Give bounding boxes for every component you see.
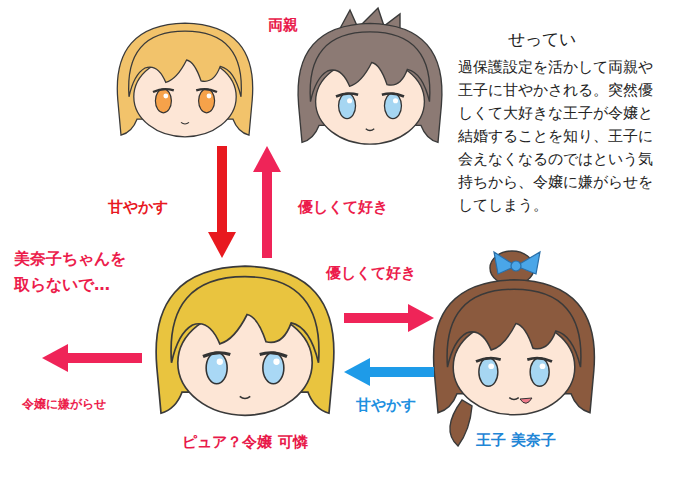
callout-label: 美奈子ちゃんを 取らないで… (14, 246, 142, 297)
ponytail-tail (450, 400, 472, 446)
tongue (520, 398, 532, 403)
character-node: ピュア？令嬢 可憐 (150, 262, 340, 452)
character-node: 王子 美奈子 (438, 250, 594, 450)
character-node: 両親 (108, 16, 458, 142)
father-face (298, 23, 442, 144)
node-label: 両親 (268, 16, 298, 36)
settings-note: 過保護設定を活かして両親や 王子に甘やかされる。突然優 しくて大好きな王子が令嬢… (458, 56, 664, 217)
relation-arrow (217, 146, 227, 232)
edge-label: 優しくて好き (326, 262, 416, 285)
karen-face (156, 266, 334, 415)
node-label: 王子 美奈子 (476, 431, 556, 451)
edge-label: 優しくて好き (298, 196, 388, 219)
relation-arrow (262, 172, 272, 258)
relation-arrow (370, 367, 434, 377)
edge-label: 甘やかす (108, 196, 168, 219)
relation-arrow (344, 313, 408, 323)
edge-label: 甘やかす (356, 394, 416, 417)
hair-ribbon-knot (511, 261, 521, 271)
connector-group (222, 146, 434, 372)
mother-face (117, 23, 252, 137)
node-label: ピュア？令嬢 可憐 (182, 433, 307, 453)
hair-ribbon (494, 252, 540, 274)
settings-heading: せってい (508, 28, 608, 52)
callout-label: 令嬢に嫌がらせ (22, 396, 142, 413)
minako-face (434, 280, 595, 415)
harassment-arrow (68, 353, 142, 363)
